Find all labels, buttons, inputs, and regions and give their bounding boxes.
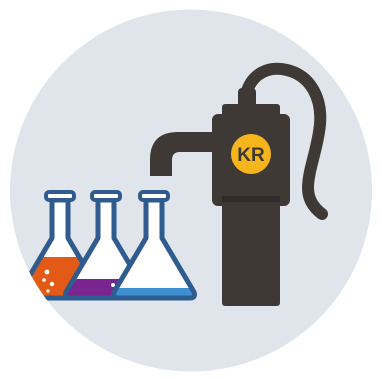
pump-handle (240, 62, 328, 220)
pump-cap (222, 104, 280, 118)
pump-column (222, 200, 280, 306)
pump-column-shade (222, 196, 280, 202)
pump-spout (150, 132, 214, 176)
badge-label: KR (237, 145, 265, 166)
erlenmeyer-flask-icon (111, 190, 197, 301)
badge (231, 134, 271, 174)
